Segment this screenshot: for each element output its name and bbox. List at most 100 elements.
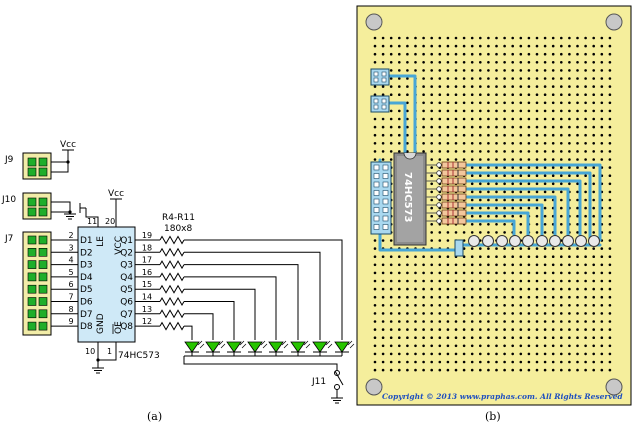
chip-vcc-label: VCC <box>114 236 124 255</box>
output-pin-name: Q1 <box>120 236 133 246</box>
j11-label: J11 <box>311 377 326 387</box>
data-pin-number: 4 <box>68 256 73 265</box>
output-pin-number: 18 <box>142 243 152 252</box>
j7-pin <box>27 284 37 294</box>
resistor-value-label: 180x8 <box>164 224 193 234</box>
led <box>205 340 226 356</box>
led <box>184 340 205 356</box>
chip-oe-label: OE <box>114 321 124 334</box>
board-led <box>588 235 600 247</box>
data-pin-number: 8 <box>68 305 73 314</box>
j10-label: J10 <box>1 195 16 205</box>
led <box>247 340 268 356</box>
j7-label: J7 <box>4 234 13 244</box>
chip-part-label: 74HC573 <box>118 351 160 361</box>
board-header-j9 <box>370 68 390 86</box>
resistor <box>159 260 185 270</box>
schematic-caption: (a) <box>147 410 162 423</box>
led <box>226 340 247 356</box>
led-feed-wire <box>184 251 321 340</box>
led-feed-wire <box>184 325 193 340</box>
j9-connector: J9 <box>4 152 52 180</box>
j10-connector: J10 <box>1 192 52 220</box>
mounting-hole <box>605 378 623 396</box>
j7-pin <box>27 321 37 331</box>
board-led-row <box>468 235 600 247</box>
data-pin-name: D1 <box>80 236 93 246</box>
board-header-j10 <box>370 95 390 113</box>
board-layout: 74HC573 Copyright © 2013 www.praphas.com… <box>356 5 632 423</box>
board-resistor <box>441 169 467 177</box>
output-pin-number: 12 <box>142 317 152 326</box>
led <box>268 340 289 356</box>
board-led <box>575 235 587 247</box>
data-pin-number: 9 <box>68 317 73 326</box>
pin-oe-number: 1 <box>107 347 112 356</box>
board-caption: (b) <box>485 410 501 423</box>
resistor <box>159 321 185 331</box>
copyright-notice: Copyright © 2013 www.praphas.com. All Ri… <box>382 392 623 401</box>
j10-ground-wire <box>51 201 71 214</box>
data-pin-name: D4 <box>80 273 93 283</box>
resistor <box>159 247 185 257</box>
board-led <box>522 235 534 247</box>
j7-pin <box>38 284 48 294</box>
board-chip-label: 74HC573 <box>402 172 413 223</box>
j9-label: J9 <box>4 155 14 165</box>
resistor <box>159 284 185 294</box>
j7-pin <box>27 235 37 245</box>
output-pin-number: 13 <box>142 305 152 314</box>
board-resistor <box>441 161 467 169</box>
board-header-j7 <box>370 161 392 235</box>
led-array <box>184 340 355 357</box>
le-pin-wire <box>85 208 99 227</box>
data-pin-name: D7 <box>80 310 93 320</box>
output-pin-name: Q5 <box>120 285 133 295</box>
data-pin-number: 2 <box>68 231 73 240</box>
led-feed-wire <box>184 276 277 340</box>
j7-pin <box>38 309 48 319</box>
led-common-wire <box>183 356 338 370</box>
output-pin-number: 19 <box>142 231 152 240</box>
output-pin-number: 16 <box>142 268 152 277</box>
mounting-hole <box>365 13 383 31</box>
board-resistor-array <box>426 161 467 225</box>
led-feed-wire <box>184 313 214 340</box>
j7-pin <box>27 272 37 282</box>
resistor <box>159 309 185 319</box>
board-led <box>549 235 561 247</box>
data-pin-number: 7 <box>68 293 73 302</box>
chip-le-label: LE <box>96 236 106 247</box>
output-pin-number: 17 <box>142 256 152 265</box>
pin-le-number: 11 <box>87 217 97 226</box>
j7-pin <box>27 260 37 269</box>
output-pin-name: Q7 <box>120 310 133 320</box>
j7-pin <box>38 235 48 245</box>
j7-connector: J7 <box>4 231 52 336</box>
board-header-j11 <box>454 239 464 257</box>
board-resistor <box>441 217 467 225</box>
resistor <box>159 272 185 282</box>
data-pin-number: 3 <box>68 243 73 252</box>
data-pin-number: 5 <box>68 268 73 277</box>
output-pin-name: Q6 <box>120 298 133 308</box>
led <box>290 340 311 356</box>
board-resistor <box>441 209 467 217</box>
data-bus-wires: 2 3 4 5 6 7 8 9 <box>51 231 78 327</box>
board-led <box>482 235 494 247</box>
led <box>312 340 333 356</box>
board-resistor <box>441 185 467 193</box>
data-pin-number: 6 <box>68 280 73 289</box>
led-feed-wire <box>184 301 235 340</box>
board-led <box>468 235 480 247</box>
data-pin-name: D5 <box>80 285 93 295</box>
board-led <box>509 235 521 247</box>
j7-pin <box>38 272 48 282</box>
pin-vcc-number: 20 <box>105 217 115 226</box>
output-pin-name: Q3 <box>120 261 133 271</box>
mounting-hole <box>365 378 383 396</box>
board-resistor <box>441 177 467 185</box>
